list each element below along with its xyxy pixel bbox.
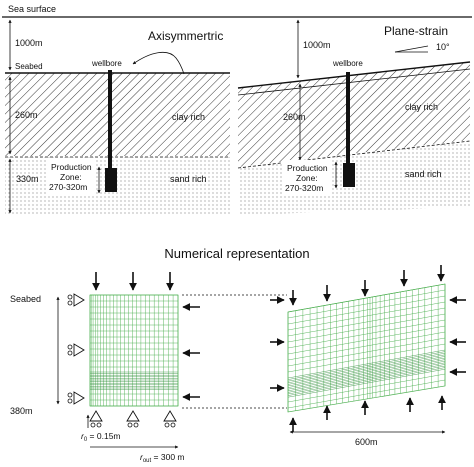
mesh-right-dense-line [287,367,446,396]
mesh-right-dense-line [287,364,446,393]
sand-layer-left [5,157,230,215]
roller-wheel [133,422,139,428]
production-zone-right-1: Production [287,163,328,173]
plane-strain-section: 10° 1000m 260m wellbore clay rich sand r… [237,19,471,215]
production-zone-left-2: Zone: [60,172,82,182]
clay-label-left: clay rich [172,112,205,122]
roller-wheel [164,422,170,428]
bottom-roller-supports [89,410,177,428]
roller-wheel [170,422,176,428]
roller-support-triangle [126,410,140,422]
mesh-right-dense-line [287,362,446,391]
depth-label-mesh: 380m [10,406,33,416]
rout-label: rout = 300 m [140,452,185,464]
r0-label: r0 = 0.15m [81,431,121,443]
roller-wheel [90,422,96,428]
seabed-label-mesh: Seabed [10,294,41,304]
wellbore-label-right: wellbore [332,59,363,68]
clay-sand-boundary-right [237,140,471,169]
roller-support-triangle [73,343,85,357]
roller-wheel [67,300,73,306]
mesh-right-horizontal-line [287,307,446,337]
production-block-right [343,163,355,187]
roller-wheel [67,344,73,350]
mesh-right-horizontal-line [287,325,446,355]
mesh-right-dense-line [287,365,446,395]
roller-wheel [96,422,102,428]
production-zone-right-2: Zone: [296,173,318,183]
seabed-line-right-2 [237,68,471,96]
mesh-right-horizontal-line [287,289,446,319]
axisymmetric-section: Seabed 1000m 260m 330m wellbore clay ric… [5,19,230,215]
roller-support-triangle [73,391,85,405]
depth-water-label-right: 1000m [303,40,331,50]
wellbore-pointer-arrow [132,51,185,75]
mesh-right-dense-line [287,361,446,390]
mesh-right-dense-line [287,359,446,388]
mesh-right-dense-line [287,351,446,380]
sand-label-right: sand rich [405,169,442,179]
production-zone-right-3: 270-320m [285,183,323,193]
depth-sand-label-left: 330m [16,174,39,184]
sea-surface-label: Sea surface [8,4,56,14]
mesh-right-horizontal-line [287,319,446,349]
plane-strain-mesh-border [287,283,446,413]
depth-clay-label-right: 260m [283,112,306,122]
axisymmetric-title: Axisymmertric [148,29,223,43]
plane-strain-title: Plane-strain [384,24,448,38]
left-side-roller-supports [67,293,85,405]
mesh-right-horizontal-line [287,373,446,403]
clay-label-right: clay rich [405,102,438,112]
mesh-right-horizontal-line [287,313,446,343]
roller-wheel [67,294,73,300]
roller-wheel [67,392,73,398]
roller-support-triangle [73,293,85,307]
mesh-right-horizontal-line [287,379,446,409]
numerical-representation-title: Numerical representation [164,246,309,261]
production-block-left [105,168,117,192]
mesh-right-horizontal-line [287,337,446,367]
roller-support-triangle [89,410,103,422]
seabed-label-left: Seabed [15,62,43,71]
depth-water-label-left: 1000m [15,38,43,48]
plane-strain-mesh [287,283,446,413]
mesh-right-dense-line [287,357,446,387]
axisymmetric-mesh-border [89,294,179,407]
roller-wheel [67,398,73,404]
wellbore-label-left: wellbore [91,59,122,68]
clay-layer-left [5,73,230,156]
production-zone-left-3: 270-320m [49,182,87,192]
mesh-right-horizontal-line [287,301,446,331]
roller-wheel [67,350,73,356]
mesh-right-dense-line [287,349,446,379]
angle-label: 10° [436,42,450,52]
mesh-right-horizontal-line [287,343,446,373]
mesh-right-dense-line [287,356,446,385]
mesh-right-horizontal-line [287,331,446,361]
mesh-right-horizontal-line [287,295,446,325]
depth-clay-label-left: 260m [15,110,38,120]
sand-label-left: sand rich [170,174,207,184]
mesh-right-dense-line [287,369,446,398]
width-label: 600m [355,437,378,447]
mesh-right-dense-line [287,354,446,383]
roller-support-triangle [163,410,177,422]
axisymmetric-mesh [89,294,179,407]
angle-tilt-line [394,45,429,53]
load-arrows [92,265,466,432]
mesh-right-dense-line [287,353,446,382]
seabed-line-right [237,61,471,89]
production-zone-left-1: Production [51,162,92,172]
roller-wheel [127,422,133,428]
